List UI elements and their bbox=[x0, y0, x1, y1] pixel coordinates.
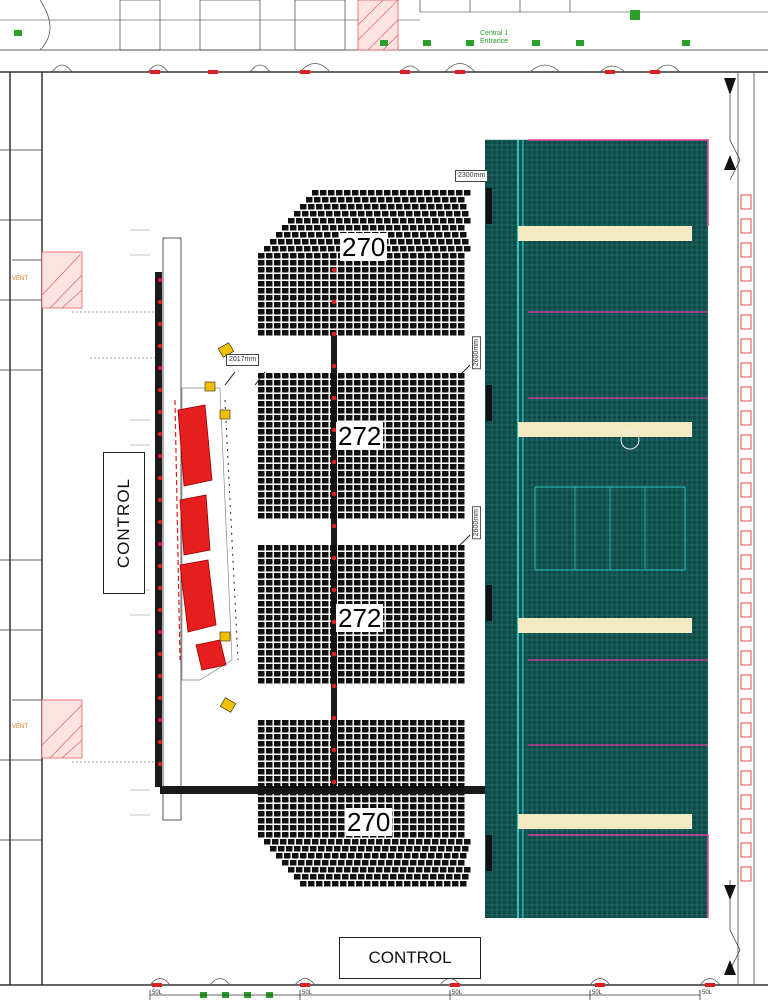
seat-block-270-top bbox=[258, 190, 471, 336]
left-cable-lines bbox=[72, 311, 155, 763]
bottom-dimension-line bbox=[149, 990, 701, 1000]
control-left-text: CONTROL bbox=[114, 477, 133, 569]
section-label-272-upper: 272 bbox=[336, 421, 384, 451]
section-label-272-lower: 272 bbox=[336, 603, 384, 633]
dimension-tag-side-1: 2600mm bbox=[472, 336, 481, 370]
right-dimension-arrows bbox=[724, 78, 736, 975]
vent-left-top bbox=[41, 251, 83, 309]
top-red-markers bbox=[150, 70, 660, 74]
control-room-label-bottom: CONTROL bbox=[339, 937, 481, 979]
seat-block-270-bottom bbox=[258, 720, 471, 887]
top-doors bbox=[51, 63, 681, 73]
camera-icons bbox=[204, 342, 237, 713]
vent-label-bottom: VENT bbox=[12, 724, 29, 730]
hatched-area-top bbox=[357, 0, 399, 51]
dimension-tag-side-2: 2600mm bbox=[472, 506, 481, 540]
stage-edge-markers bbox=[486, 188, 492, 871]
bottom-mark-5: 50L bbox=[702, 990, 713, 996]
bottom-red-markers bbox=[152, 983, 715, 987]
stage-red-block-3 bbox=[179, 559, 217, 633]
exit-signs-top bbox=[14, 10, 690, 46]
barrier-left bbox=[155, 237, 182, 821]
stage-red-block-1 bbox=[177, 404, 213, 487]
bottom-mark-1: 50L bbox=[152, 990, 163, 996]
dimension-tag-top: 2300mm bbox=[455, 170, 489, 182]
standing-overlays bbox=[517, 139, 709, 918]
section-label-270-bottom: 270 bbox=[345, 807, 393, 837]
seat-block-272-lower bbox=[258, 545, 465, 684]
stage-red-block-4 bbox=[195, 639, 227, 671]
section-label-270-top: 270 bbox=[340, 232, 388, 262]
dimension-leaders bbox=[224, 364, 471, 546]
vent-label-top: VENT bbox=[12, 276, 29, 282]
bottom-mark-3: 50L bbox=[452, 990, 463, 996]
bottom-mark-2: 50L bbox=[302, 990, 313, 996]
bottom-mark-4: 50L bbox=[592, 990, 603, 996]
seating-blocks bbox=[258, 190, 471, 887]
vent-left-bottom bbox=[41, 699, 83, 759]
dimension-tag-stage: 2017mm bbox=[226, 354, 260, 366]
bottom-structure bbox=[149, 978, 721, 986]
right-red-boxes bbox=[740, 194, 752, 882]
control-room-label-left: CONTROL bbox=[103, 452, 145, 594]
control-bottom-text: CONTROL bbox=[368, 948, 452, 967]
standing-grid bbox=[485, 139, 708, 918]
top-structure bbox=[39, 0, 571, 51]
entrance-label: Central 1 Entrance bbox=[480, 30, 509, 45]
aisle-red-dots bbox=[331, 267, 337, 785]
stage-red-block-2 bbox=[179, 494, 211, 556]
